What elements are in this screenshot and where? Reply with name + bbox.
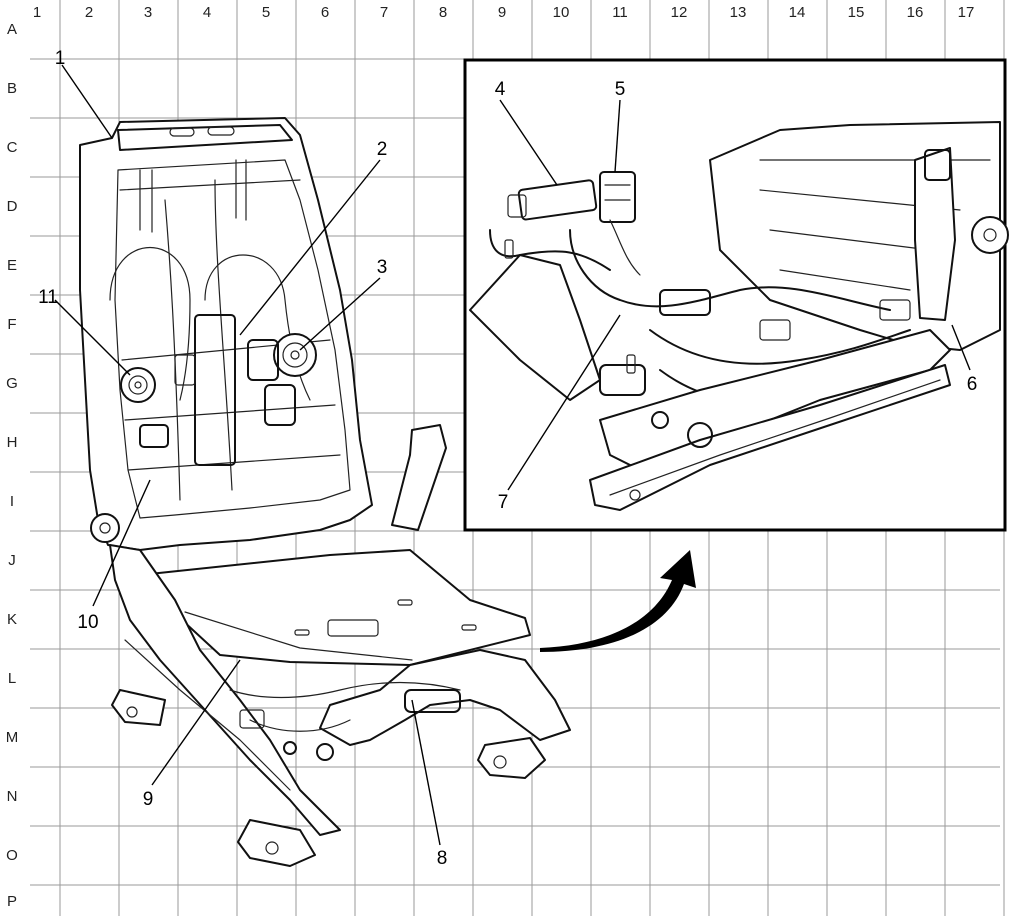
column-label: 11 (612, 4, 628, 21)
row-label: B (7, 80, 17, 97)
callout-5: 5 (615, 79, 626, 100)
column-label: 6 (321, 4, 329, 21)
row-label: E (7, 257, 17, 274)
callout-arrow (540, 550, 696, 652)
column-label: 10 (553, 4, 570, 21)
callout-2: 2 (377, 139, 388, 160)
column-label: 13 (730, 4, 747, 21)
column-label: 1 (33, 4, 41, 21)
column-label: 5 (262, 4, 270, 21)
row-label: P (7, 893, 17, 910)
column-label: 15 (848, 4, 865, 21)
column-label: 14 (789, 4, 806, 21)
column-label: 3 (144, 4, 152, 21)
row-label: A (7, 21, 17, 38)
column-label: 7 (380, 4, 388, 21)
row-label: C (7, 139, 18, 156)
column-label: 8 (439, 4, 447, 21)
column-label: 17 (958, 4, 975, 21)
callout-7: 7 (498, 492, 509, 513)
callout-4: 4 (495, 79, 506, 100)
row-label: J (8, 552, 16, 569)
row-label: O (6, 847, 18, 864)
row-labels: A B C D E F G H I J K L M N O P (6, 21, 19, 910)
seat-frame-illustration (79, 117, 571, 867)
row-label: G (6, 375, 18, 392)
column-label: 9 (498, 4, 506, 21)
leader-lines (54, 64, 971, 846)
callout-1: 1 (55, 48, 66, 69)
callout-11: 11 (38, 287, 58, 308)
row-label: H (7, 434, 18, 451)
callout-labels: 1 2 3 4 5 6 7 8 9 10 11 (38, 48, 977, 869)
detail-inset (463, 58, 1009, 532)
column-labels: 1 2 3 4 5 6 7 8 9 10 11 12 13 14 15 16 1… (33, 4, 975, 21)
column-label: 16 (907, 4, 924, 21)
row-label: F (7, 316, 16, 333)
callout-10: 10 (77, 612, 98, 633)
callout-9: 9 (143, 789, 154, 810)
row-label: D (7, 198, 18, 215)
column-label: 4 (203, 4, 211, 21)
row-label: I (10, 493, 14, 510)
callout-6: 6 (967, 374, 978, 395)
callout-8: 8 (437, 848, 448, 869)
column-label: 2 (85, 4, 93, 21)
callout-3: 3 (377, 257, 388, 278)
column-label: 12 (671, 4, 688, 21)
row-label: K (7, 611, 17, 628)
row-label: N (7, 788, 18, 805)
row-label: L (8, 670, 16, 687)
row-label: M (6, 729, 19, 746)
